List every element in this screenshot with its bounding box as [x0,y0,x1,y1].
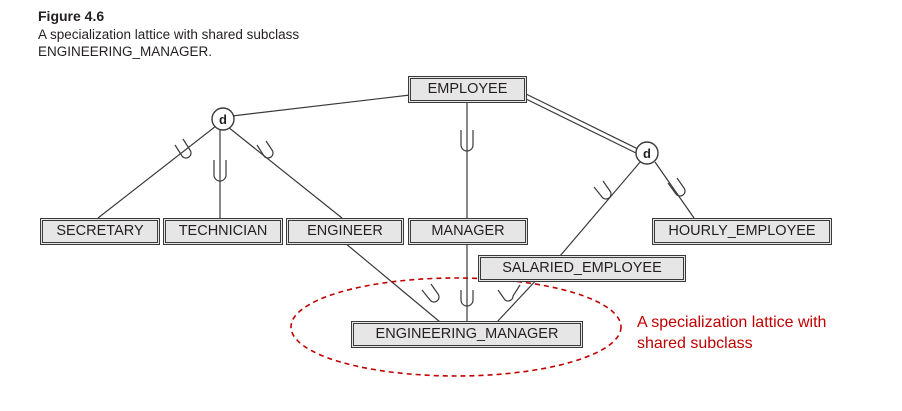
entity-secretary: SECRETARY [41,219,159,244]
figure-caption-line-1: A specialization lattice with shared sub… [38,27,300,42]
shared-subclass-highlight [290,277,622,377]
subset-symbol-engineer [256,140,274,159]
subset-symbol-salaried [593,180,612,200]
subset-symbol-eng-manager-from-salaried [497,284,521,302]
entity-technician: TECHNICIAN [164,219,282,244]
figure-label: Figure 4.6 [38,8,105,24]
edge-job-circle-to-secretary [97,125,217,219]
edge-employee-to-pay-circle-a [523,92,641,151]
edge-pay-circle-to-hourly [654,161,695,219]
entity-hourly-employee: HOURLY_EMPLOYEE [653,219,831,244]
figure-caption-line-2: ENGINEERING_MANAGER. [38,44,213,59]
entity-employee: EMPLOYEE [409,77,526,102]
pay-type-constraint-label: d [643,146,651,161]
subset-symbol-eng-manager-from-manager [460,290,474,307]
annotation-line-2: shared subclass [637,335,753,352]
edge-pay-circle-to-salaried [559,160,642,257]
edge-job-circle-to-engineer [227,126,343,219]
job-type-constraint-label: d [219,112,227,127]
pay-type-disjoint-circle [635,141,659,165]
job-type-disjoint-circle [211,107,235,131]
edge-employee-to-job-circle [231,94,411,117]
subset-symbol-secretary [174,138,192,159]
annotation-line-1: A specialization lattice with [637,314,827,331]
entity-salaried-employee: SALARIED_EMPLOYEE [479,256,685,281]
entity-engineering-manager: ENGINEERING_MANAGER [352,322,582,347]
entity-engineer: ENGINEER [287,219,403,244]
annotation-note: A specialization lattice with shared sub… [637,312,826,354]
subset-symbol-hourly [667,177,686,197]
edge-employee-to-pay-circle-b [523,97,639,155]
entity-manager: MANAGER [409,219,527,244]
subset-symbol-eng-manager-from-engineer [421,283,440,303]
subset-symbol-technician [213,160,227,182]
subset-symbol-manager [460,130,474,152]
